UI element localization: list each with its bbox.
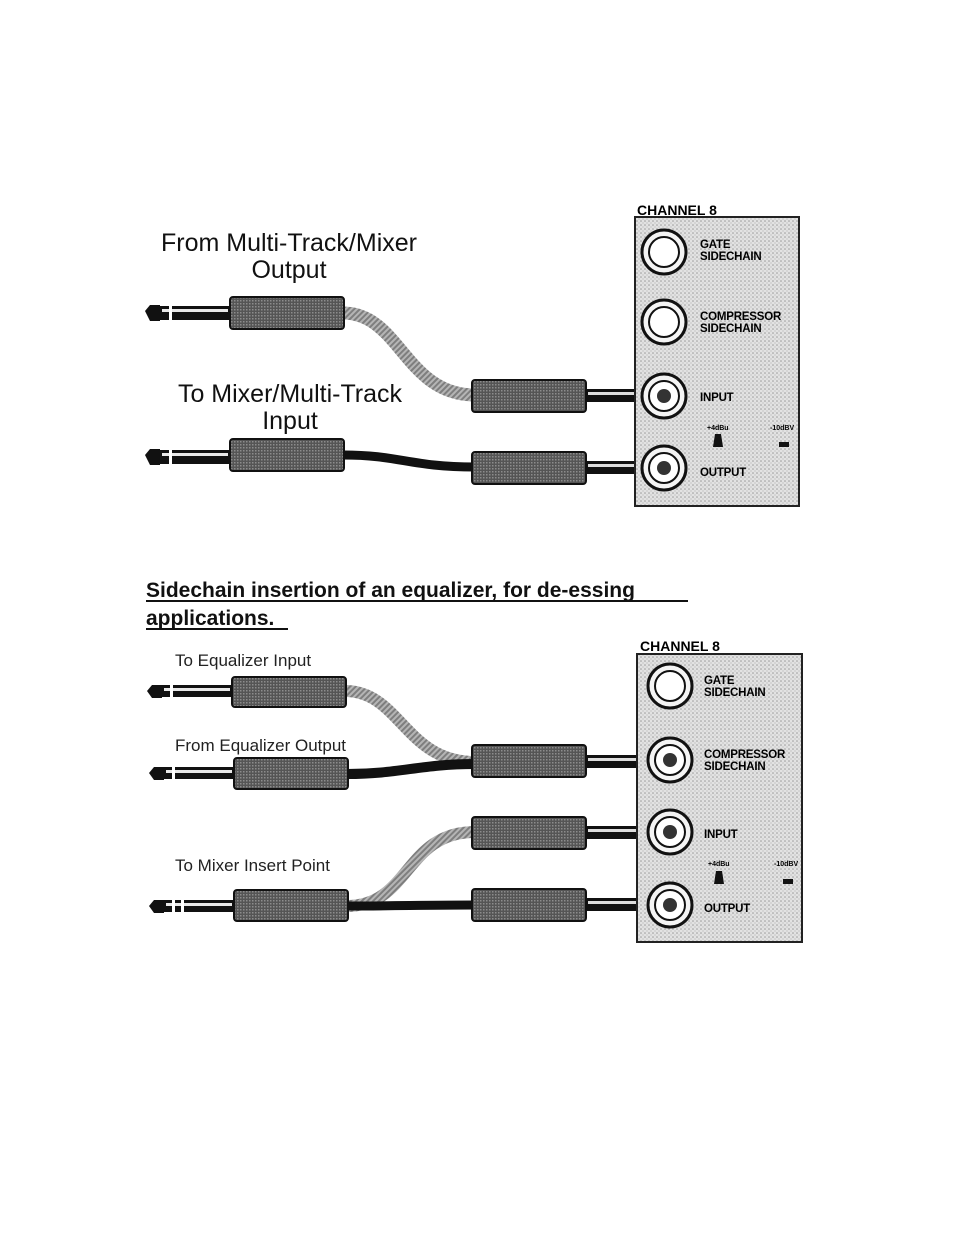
- left-plug-eq-in: [147, 676, 347, 708]
- level-switch-off-icon-2: [783, 879, 793, 884]
- left-plug-eq-out: [149, 757, 349, 790]
- right-plug-output-2: [471, 888, 660, 922]
- jack-label-output: OUTPUT: [700, 467, 746, 479]
- black-cable-insert: [346, 900, 476, 911]
- jack-label-compressor-2: COMPRESSOR: [704, 749, 786, 761]
- label-to-mixer-line1: To Mixer/Multi-Track: [178, 380, 403, 408]
- black-cable: [342, 450, 476, 472]
- right-plug-compressor-sidechain: [471, 744, 660, 778]
- caption-line2: applications.: [146, 607, 274, 630]
- jack-compressor-sidechain-2: [646, 736, 694, 784]
- black-cable-eq-out: [346, 759, 476, 779]
- jack-gate-sidechain: [640, 228, 688, 276]
- left-plug-bottom: [145, 438, 345, 472]
- diagram-direct-connection: From Multi-Track/Mixer Output To Mixer/M…: [145, 202, 800, 507]
- right-plug-input-2: [471, 816, 660, 850]
- left-plug-insert: [149, 889, 349, 922]
- jack-label-gate-2: GATE: [704, 675, 735, 687]
- section-caption: Sidechain insertion of an equalizer, for…: [146, 579, 688, 630]
- left-plug-top: [145, 296, 345, 330]
- label-insert-point: To Mixer Insert Point: [175, 856, 330, 875]
- level-switch-icon-2: [714, 871, 724, 884]
- jack-label-compressor-sidechain-2: SIDECHAIN: [704, 761, 765, 773]
- diagram-sidechain-eq: To Equalizer Input From Equalizer Output…: [147, 638, 803, 943]
- level-switch-icon: [713, 434, 723, 447]
- label-to-mixer-line2: Input: [262, 407, 318, 435]
- jack-label-gate-sidechain-2: SIDECHAIN: [704, 687, 765, 699]
- jack-label-input-2: INPUT: [704, 829, 738, 841]
- right-plug-input: [471, 379, 656, 413]
- jack-label-output-2: OUTPUT: [704, 903, 750, 915]
- jack-label-gate-sidechain: SIDECHAIN: [700, 251, 761, 263]
- label-eq-input: To Equalizer Input: [175, 651, 311, 670]
- jack-output-2: [646, 881, 694, 929]
- label-eq-output: From Equalizer Output: [175, 736, 346, 755]
- level-plus4-2: +4dBu: [708, 861, 730, 868]
- level-plus4: +4dBu: [707, 425, 729, 432]
- jack-compressor-sidechain: [640, 298, 688, 346]
- label-from-multitrack-line2: Output: [251, 256, 326, 284]
- jack-label-compressor: COMPRESSOR: [700, 311, 782, 323]
- label-from-multitrack-line1: From Multi-Track/Mixer: [161, 229, 417, 257]
- right-plug-output: [471, 451, 656, 485]
- grey-cable-eq-in: [344, 685, 476, 768]
- jack-output: [640, 444, 688, 492]
- grey-cable-insert: [346, 826, 476, 912]
- level-minus10: -10dBV: [770, 425, 794, 432]
- jack-input-2: [646, 808, 694, 856]
- jack-label-input: INPUT: [700, 392, 734, 404]
- level-minus10-2: -10dBV: [774, 861, 798, 868]
- channel-title-2: CHANNEL 8: [640, 638, 720, 654]
- jack-label-gate: GATE: [700, 239, 731, 251]
- jack-input: [640, 372, 688, 420]
- grey-cable: [342, 306, 476, 402]
- level-switch-off-icon: [779, 442, 789, 447]
- channel-title: CHANNEL 8: [637, 202, 717, 218]
- jack-gate-sidechain-2: [646, 662, 694, 710]
- caption-line1: Sidechain insertion of an equalizer, for…: [146, 579, 635, 602]
- jack-label-compressor-sidechain: SIDECHAIN: [700, 323, 761, 335]
